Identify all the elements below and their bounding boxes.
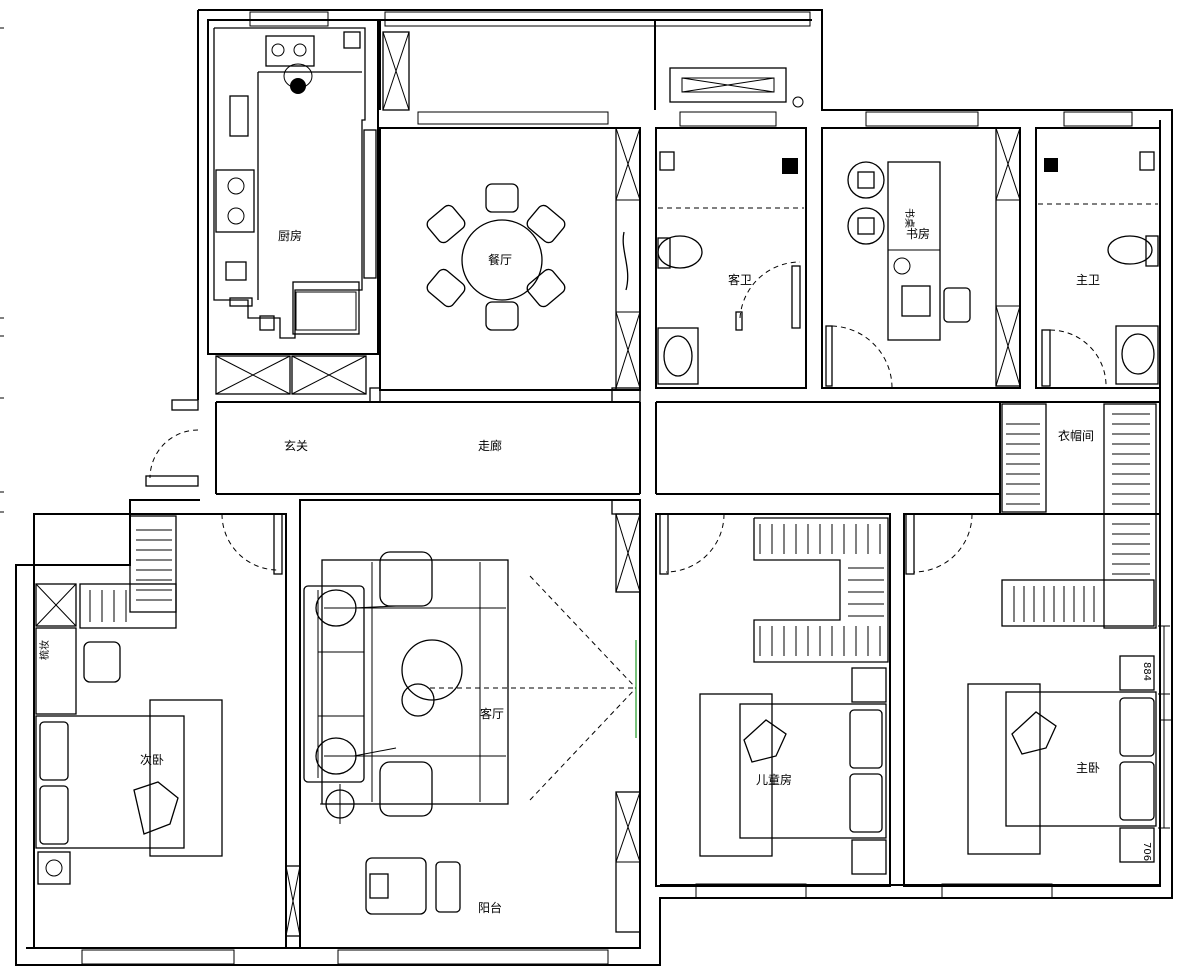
cloakroom: 衣帽间 — [999, 401, 1161, 629]
dining-label: 餐厅 — [488, 252, 512, 267]
cabinets — [215, 31, 410, 395]
top-balcony — [417, 20, 804, 125]
living-room-label: 客厅 — [480, 706, 504, 721]
kids-room: 儿童房 — [655, 513, 891, 887]
balcony-label: 阳台 — [478, 900, 502, 915]
master-bedroom-label: 主卧 — [1076, 761, 1100, 775]
dining: 餐厅 — [363, 127, 641, 391]
entrance-corridor: 玄关 走廊 — [145, 387, 1000, 515]
dimensions: 884 706 — [1141, 625, 1170, 861]
cloakroom-hangers — [1006, 413, 1150, 622]
study: 书桌 书房 — [821, 127, 1021, 389]
master-bedroom: 主卧 — [903, 513, 1161, 887]
corridor-label: 走廊 — [478, 438, 502, 453]
study-label: 书房 — [906, 226, 930, 241]
kitchen-label: 厨房 — [278, 228, 302, 243]
study-desk-label: 书桌 — [903, 208, 916, 228]
kids-room-label: 儿童房 — [756, 772, 792, 787]
dimension-upper: 884 — [1141, 662, 1152, 681]
master-bath: 主卫 — [1035, 127, 1161, 389]
living-room: 客厅 阳台 — [285, 499, 641, 949]
cloakroom-label: 衣帽间 — [1058, 428, 1094, 443]
left-ticks — [0, 27, 4, 513]
entrance-label: 玄关 — [284, 438, 308, 453]
outer-walls — [15, 9, 1173, 966]
second-bedroom-desk-label: 梳妆 — [38, 640, 51, 660]
master-bath-label: 主卫 — [1076, 273, 1100, 287]
second-bedroom-label: 次卧 — [140, 753, 164, 767]
guest-bath: 客卫 — [655, 127, 807, 389]
dimension-lower: 706 — [1141, 842, 1152, 861]
windows — [81, 11, 1172, 965]
kitchen: 厨房 — [207, 19, 379, 355]
guest-bath-label: 客卫 — [728, 272, 752, 287]
second-bedroom: 梳妆 次卧 — [33, 513, 287, 949]
